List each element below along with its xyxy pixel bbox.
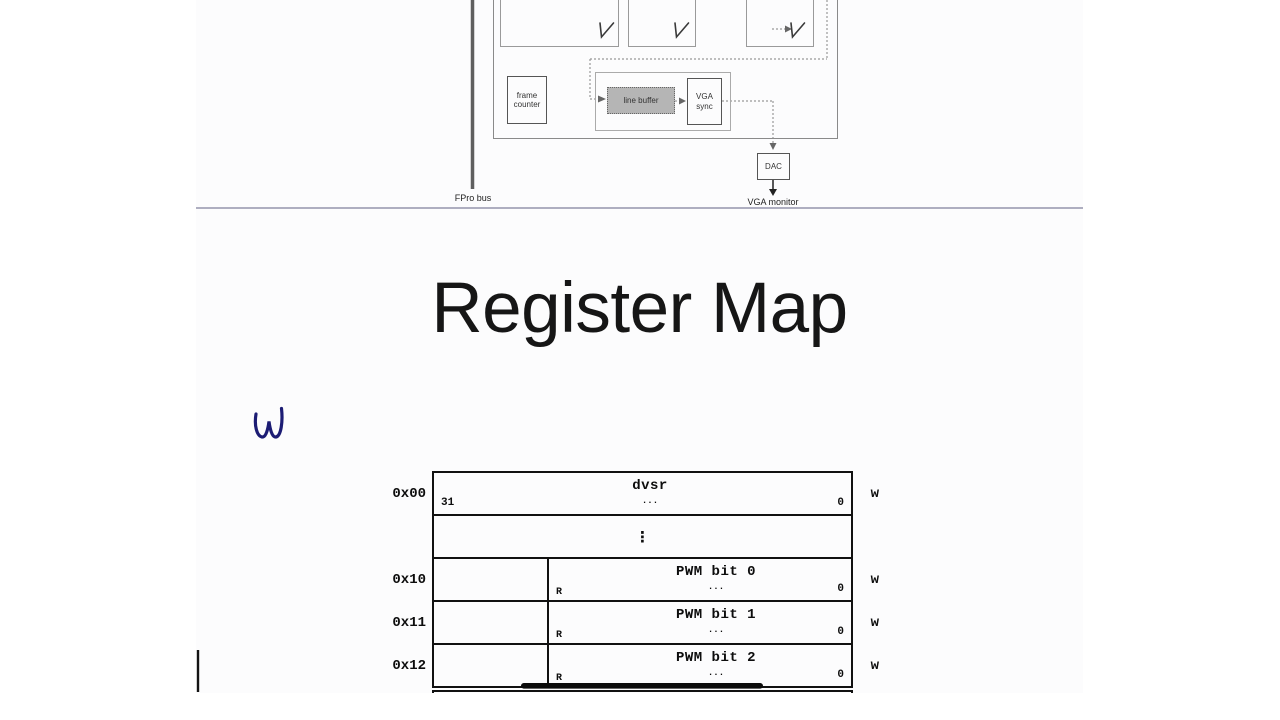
row-field-dots: ... (707, 625, 725, 635)
row-access: w (870, 614, 879, 631)
row-field-dots: ... (641, 496, 659, 506)
page-title: Register Map (431, 269, 848, 348)
row-field-dots: ... (707, 582, 725, 592)
row-bit-divider (547, 645, 549, 686)
frame-counter-box: frame counter (507, 76, 547, 124)
row-field-name: dvsr (632, 478, 668, 494)
frame-counter-label: frame counter (513, 90, 541, 110)
table-row: 0x12 PWM bit 2 ... R 0 w (392, 643, 879, 688)
row-reserved-mark: R (556, 630, 563, 641)
row-lsb: 0 (837, 669, 844, 681)
row-lsb: 0 (837, 583, 844, 595)
row-lsb: 0 (837, 626, 844, 638)
line-buffer-group-box (595, 72, 731, 131)
fpro-bus-label: FPro bus (454, 193, 492, 203)
register-block-3 (746, 0, 814, 47)
dac-box: DAC (757, 153, 790, 180)
table-row: 0x00 dvsr ... 31 0 w (392, 471, 879, 516)
line-buffer-label: line buffer (623, 95, 659, 105)
vga-sync-box: VGA sync (687, 78, 722, 125)
row-access: w (870, 485, 879, 502)
row-address: 0x11 (392, 614, 426, 631)
line-buffer-box: line buffer (607, 87, 675, 114)
table-row-clipped (432, 690, 853, 693)
row-field-name: PWM bit 1 (675, 607, 757, 623)
table-row-ellipsis: ⋮ (432, 514, 853, 559)
row-access: w (870, 657, 879, 674)
vga-monitor-label: VGA monitor (747, 197, 799, 207)
arrowheads (598, 25, 792, 150)
vertical-dots: ⋮ (635, 527, 650, 546)
row-reserved-mark: R (556, 587, 563, 598)
section-divider (196, 207, 1083, 209)
row-address: 0x00 (392, 485, 426, 502)
slide: frame counter line buffer VGA sync DAC F… (196, 0, 1083, 693)
row-field-dots: ... (707, 668, 725, 678)
video-subsystem-box (493, 0, 838, 139)
table-row: 0x10 PWM bit 0 ... R 0 w (392, 557, 879, 602)
register-block-1 (500, 0, 619, 47)
dac-output-arrowhead (769, 189, 777, 196)
row-field-name: PWM bit 2 (675, 650, 757, 666)
vga-sync-label: VGA sync (696, 92, 713, 111)
row-address: 0x12 (392, 657, 426, 674)
dac-label: DAC (765, 161, 782, 171)
row-reserved-mark: R (556, 673, 563, 684)
diagram-lines (470, 0, 828, 196)
row-msb: 31 (441, 497, 455, 509)
row-bit-divider (547, 559, 549, 600)
register-block-2 (628, 0, 696, 47)
row-lsb: 0 (837, 497, 844, 509)
row-field-name: PWM bit 0 (675, 564, 757, 580)
clock-edge-icon (599, 22, 806, 39)
row-address: 0x10 (392, 571, 426, 588)
row-access: w (870, 571, 879, 588)
row-bit-divider (547, 602, 549, 643)
register-map-table: 0x00 dvsr ... 31 0 w ⋮ 0x10 PWM bit 0 ..… (392, 471, 879, 693)
table-row: 0x11 PWM bit 1 ... R 0 w (392, 600, 879, 645)
